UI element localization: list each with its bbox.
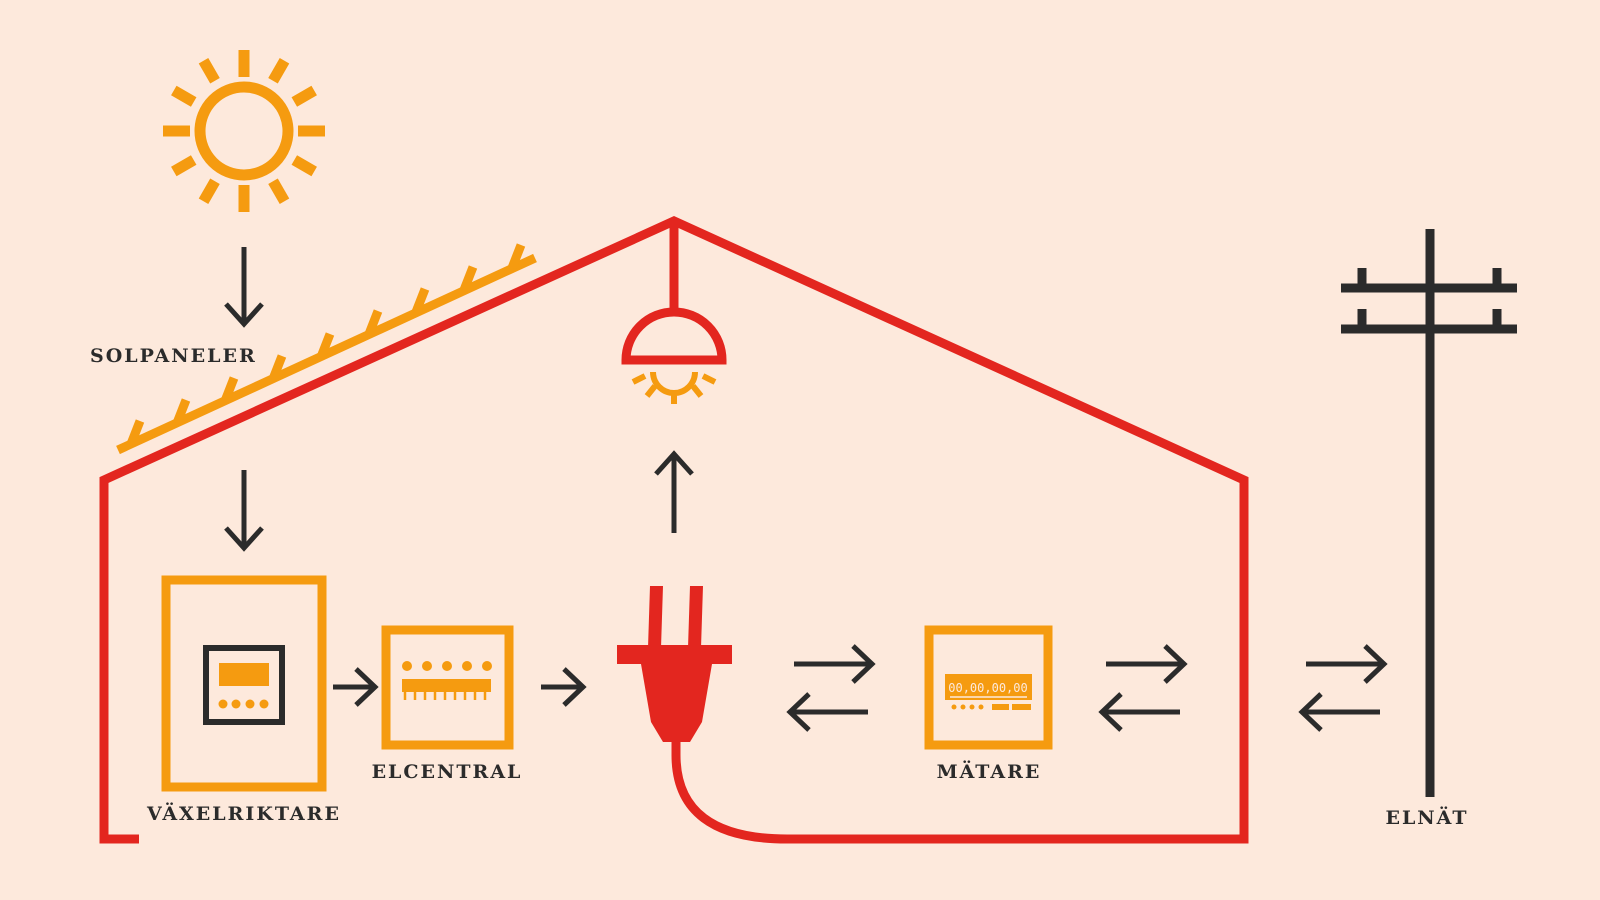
ceiling-lamp-icon	[621, 221, 727, 404]
sun-icon	[163, 50, 325, 212]
distribution-board-icon	[381, 625, 514, 750]
plug-icon	[617, 586, 732, 742]
label-grid: ELNÄT	[1385, 806, 1468, 829]
arrow-up-icon	[654, 450, 694, 533]
arrow-right-icon	[541, 667, 587, 707]
arrow-down-icon	[224, 470, 264, 552]
arrow-right-icon	[333, 667, 379, 707]
arrow-down-icon	[224, 247, 264, 328]
label-meter: MÄTARE	[937, 760, 1042, 783]
solar-panel-icon	[116, 243, 537, 455]
label-distribution-board: ELCENTRAL	[372, 761, 523, 783]
bidirectional-arrow-icon	[786, 644, 876, 732]
bidirectional-arrow-icon	[1298, 644, 1388, 732]
meter-display: 00,00,00,00	[948, 681, 1027, 695]
meter-icon: 00,00,00,00	[924, 625, 1053, 750]
label-inverter: VÄXELRIKTARE	[146, 802, 341, 825]
inverter-icon	[161, 575, 327, 792]
label-solar-panels: SOLPANELER	[90, 345, 257, 367]
power-pole-icon	[1341, 229, 1517, 797]
bidirectional-arrow-icon	[1098, 644, 1188, 732]
